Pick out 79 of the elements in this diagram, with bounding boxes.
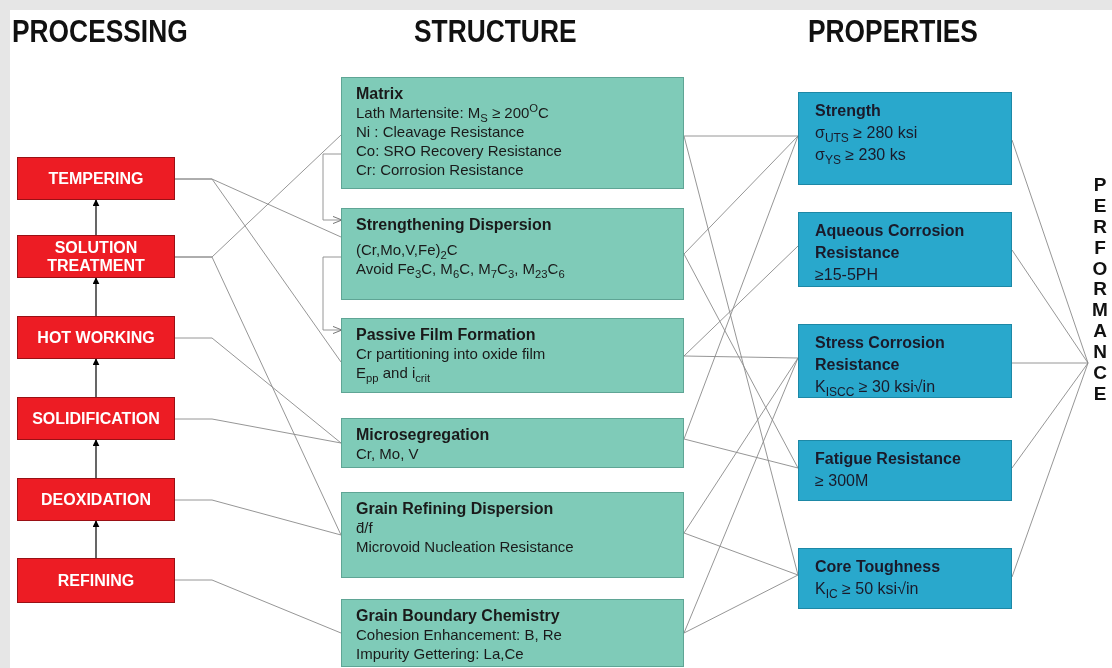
connector-line [174,579,342,634]
connector-line [683,135,799,576]
box-text: σ$_{UTS}$ ≥ 280 ksi [815,123,919,144]
connector-line [174,499,342,536]
connector-line [683,532,799,576]
box-heading: Aqueous Corrosion Resistance [815,221,966,263]
box-text: Cohesion Enhancement: B, Re [356,625,563,644]
connector-line [683,135,799,137]
connector-line [683,253,799,469]
structure-box [341,208,684,300]
box-text: ≥ 300M [815,471,870,491]
box-text: Cr, Mo, V [356,444,420,463]
connector-line [1011,139,1089,364]
process-step-box: DEOXIDATION [17,478,175,521]
box-heading: Core Toughness [815,557,942,577]
box-heading: Grain Boundary Chemistry [356,606,561,625]
box-text: Microvoid Nucleation Resistance [356,537,575,556]
box-heading: Matrix [356,84,405,103]
connector-line [174,337,342,444]
box-text: Co: SRO Recovery Resistance [356,141,563,160]
box-text: Avoid Fe$_{3}$C, M$_{6}$C, M$_{7}$C$_{3}$, M$_{23}$C$_{6}$ [356,259,566,278]
box-heading: Passive Film Formation [356,325,537,344]
box-text: K$_{ISCC}$ ≥ 30 ksi√in [815,377,937,398]
connector-line [1011,249,1089,364]
column-heading: PROCESSING [12,14,188,50]
connector-line [683,355,799,359]
box-heading: Strengthening Dispersion [356,215,553,234]
property-box [798,92,1012,185]
connector-line [683,438,799,469]
box-text: Cr: Corrosion Resistance [356,160,525,179]
property-box [798,440,1012,501]
vertical-label: PERFORMANCE [1088,175,1112,405]
connector-line [683,245,799,357]
structure-box [341,77,684,189]
arrow [92,358,100,398]
box-heading: Microsegregation [356,425,491,444]
process-step-box: REFINING [17,558,175,603]
box-heading: Strength [815,101,882,121]
box-text: d̄/f [356,518,374,537]
box-text: E$_{pp}$ and i$_{crit}$ [356,363,432,382]
connector-line [1011,362,1089,364]
box-text: ≥15-5PH [815,265,880,285]
connector-line [1011,362,1089,578]
connector-line [1011,362,1089,469]
structure-box [341,599,684,667]
box-text: Lath Martensite: M$_{S}$ ≥ 200$^{O}$C [356,103,550,122]
box-text: K$_{IC}$ ≥ 50 ksi√in [815,579,920,600]
connector-line [683,135,799,440]
structure-box [341,492,684,578]
process-step-box: HOT WORKING [17,316,175,359]
arrow [92,439,100,479]
connector-line [683,357,799,534]
process-step-box: SOLIDIFICATION [17,397,175,440]
box-text: σ$_{YS}$ ≥ 230 ks [815,145,907,166]
box-text: (Cr,Mo,V,Fe)$_{2}$C [356,240,459,259]
column-heading: PROPERTIES [808,14,978,50]
connector-line [174,178,342,363]
connector-line [174,418,342,444]
connector-line [683,574,799,634]
connector-line [174,256,342,536]
property-box [798,548,1012,609]
arrow [92,199,100,236]
arrow [92,520,100,559]
process-step-box: TEMPERING [17,157,175,200]
process-step-box: SOLUTION TREATMENT [17,235,175,278]
property-box [798,212,1012,287]
box-heading: Stress Corrosion Resistance [815,333,946,375]
box-text: Cr partitioning into oxide film [356,344,547,363]
box-text: Ni : Cleavage Resistance [356,122,526,141]
box-text: Impurity Gettering: La,Ce [356,644,525,663]
arrow [92,277,100,317]
structure-box [341,418,684,468]
box-heading: Fatigue Resistance [815,449,962,469]
property-box [798,324,1012,398]
box-heading: Grain Refining Dispersion [356,499,555,518]
connector-line [683,135,799,255]
column-heading: STRUCTURE [414,14,577,50]
connector-line [683,357,799,634]
structure-box [341,318,684,393]
